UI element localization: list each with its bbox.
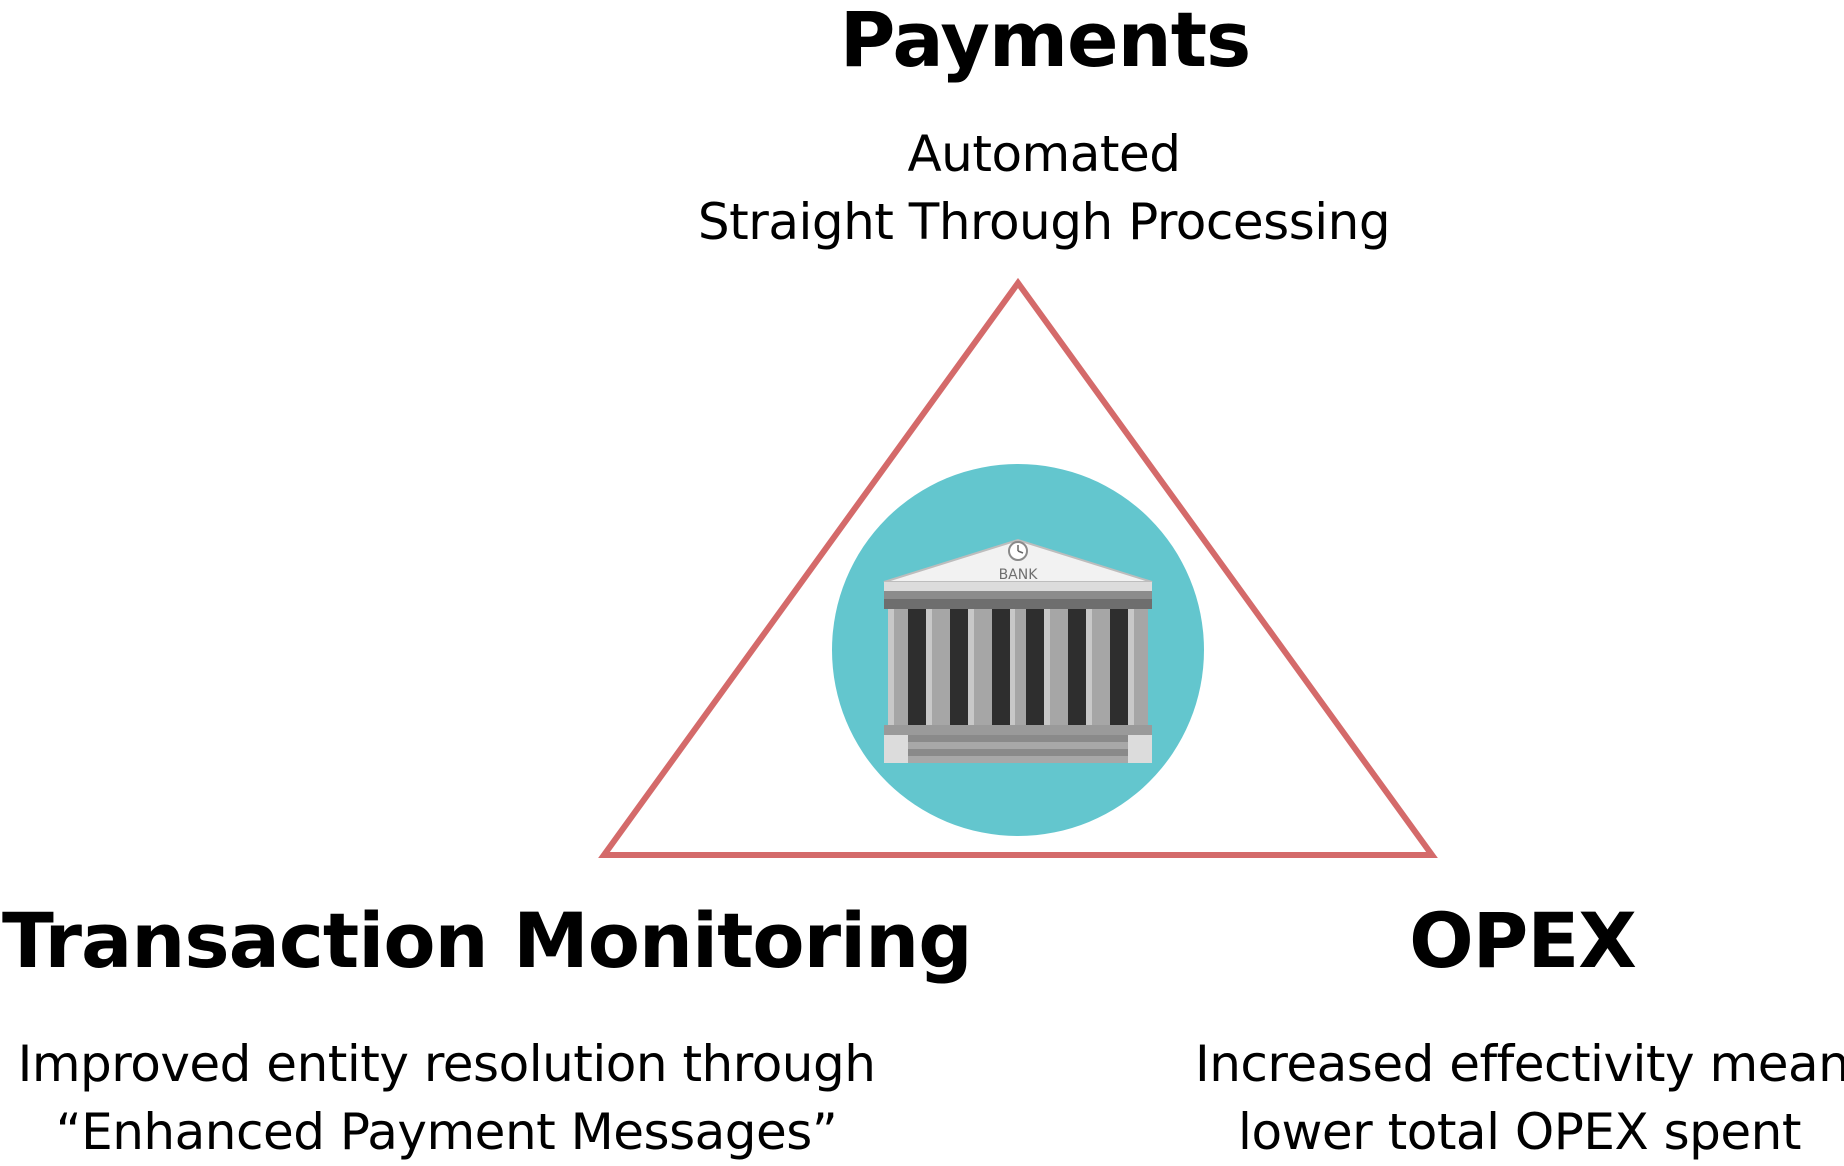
transaction-monitoring-description-line-2: “Enhanced Payment Messages” (55, 1103, 838, 1161)
transaction-monitoring-description: Improved entity resolution through “Enha… (0, 1030, 893, 1166)
bank-sign-text: BANK (999, 567, 1039, 583)
bank-building-icon: BANK (883, 538, 1153, 763)
opex-description: Increased effectivity means lower total … (1195, 1030, 1844, 1166)
opex-description-line-2: lower total OPEX spent (1238, 1103, 1801, 1161)
opex-heading: OPEX (1409, 896, 1637, 985)
transaction-monitoring-description-line-1: Improved entity resolution through (17, 1035, 876, 1093)
payments-description-line-1: Automated (907, 125, 1181, 183)
payments-description-line-2: Straight Through Processing (697, 193, 1391, 251)
payments-description: Automated Straight Through Processing (0, 120, 1844, 256)
opex-description-line-1: Increased effectivity means (1195, 1035, 1844, 1093)
payments-heading: Payments (839, 0, 1252, 84)
triangle-outline (598, 277, 1438, 858)
transaction-monitoring-heading: Transaction Monitoring (2, 896, 973, 985)
